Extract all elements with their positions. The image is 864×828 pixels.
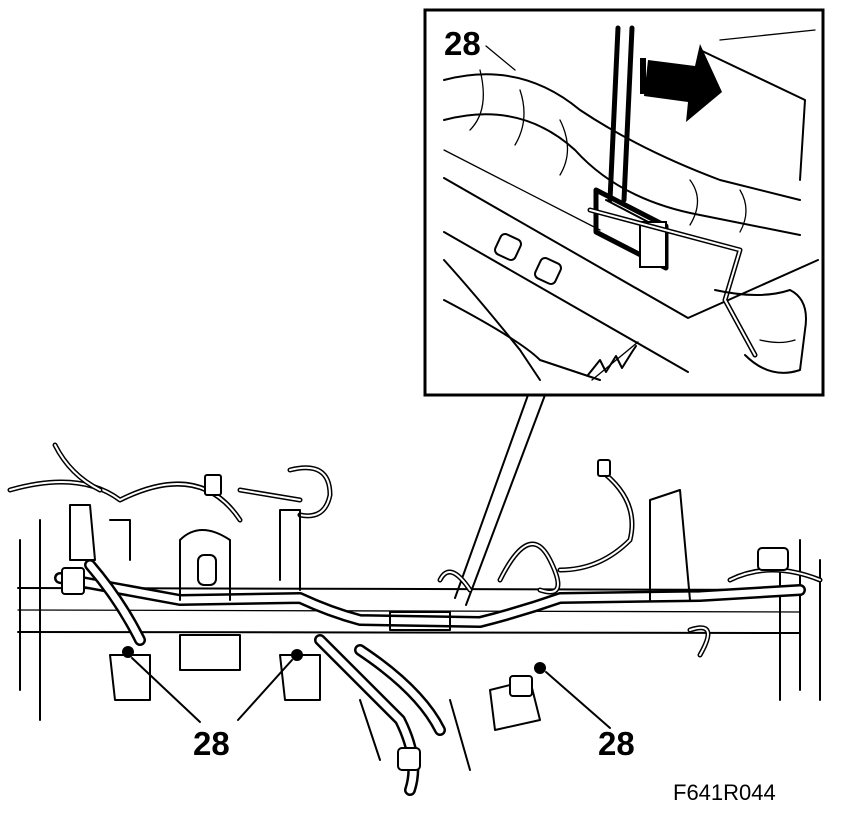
- inset-crossmember: [443, 149, 819, 381]
- inset-pointer: [454, 394, 546, 606]
- connectors: [61, 459, 789, 771]
- main-harness-assembly: 28 28 28: [7, 442, 823, 796]
- inset-callout-label: 28: [444, 25, 481, 62]
- fastening-point-left: [122, 646, 134, 658]
- inset-callout-leader: [485, 45, 516, 71]
- clip-icon: [593, 187, 669, 271]
- inset-detail: 28: [423, 8, 825, 397]
- mounting-brackets: [69, 489, 691, 771]
- inset-harness-bundle: [443, 29, 816, 236]
- callout-label-right: 28: [598, 725, 635, 762]
- fastening-points: [122, 646, 546, 674]
- fastening-point-center: [291, 649, 303, 661]
- tool-icon[interactable]: [587, 25, 758, 358]
- callout-leaders: [131, 657, 611, 729]
- spring-icon: [587, 341, 639, 381]
- inset-slot-2: [534, 257, 562, 285]
- inset-hand: [443, 259, 807, 381]
- fastening-point-right: [534, 662, 546, 674]
- figure-code: F641R044: [673, 780, 776, 805]
- inset-slot-1: [494, 233, 522, 261]
- arrow-icon: [640, 44, 722, 122]
- callout-label-left: 28: [193, 725, 230, 762]
